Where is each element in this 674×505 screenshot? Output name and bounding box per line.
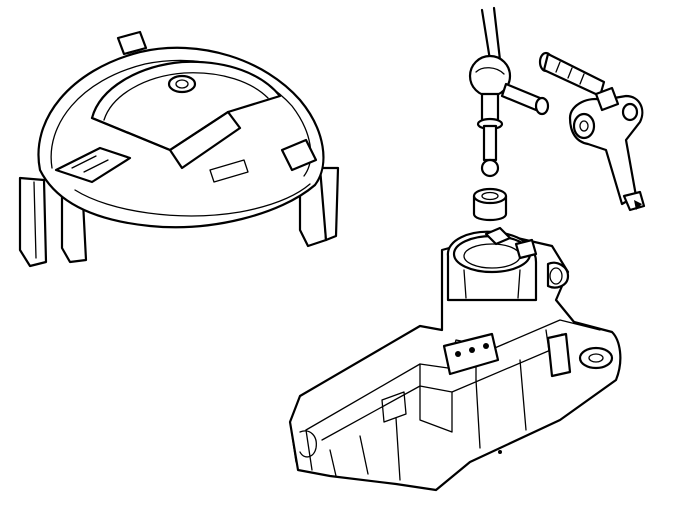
pivot-bushing	[472, 187, 508, 222]
pivot-bolt	[538, 51, 606, 98]
selector-bracket	[568, 86, 646, 212]
shifter-base-housing	[288, 226, 622, 492]
shift-lever-rod-with-ball	[468, 6, 550, 178]
shift-boot-cover-housing	[18, 30, 340, 268]
